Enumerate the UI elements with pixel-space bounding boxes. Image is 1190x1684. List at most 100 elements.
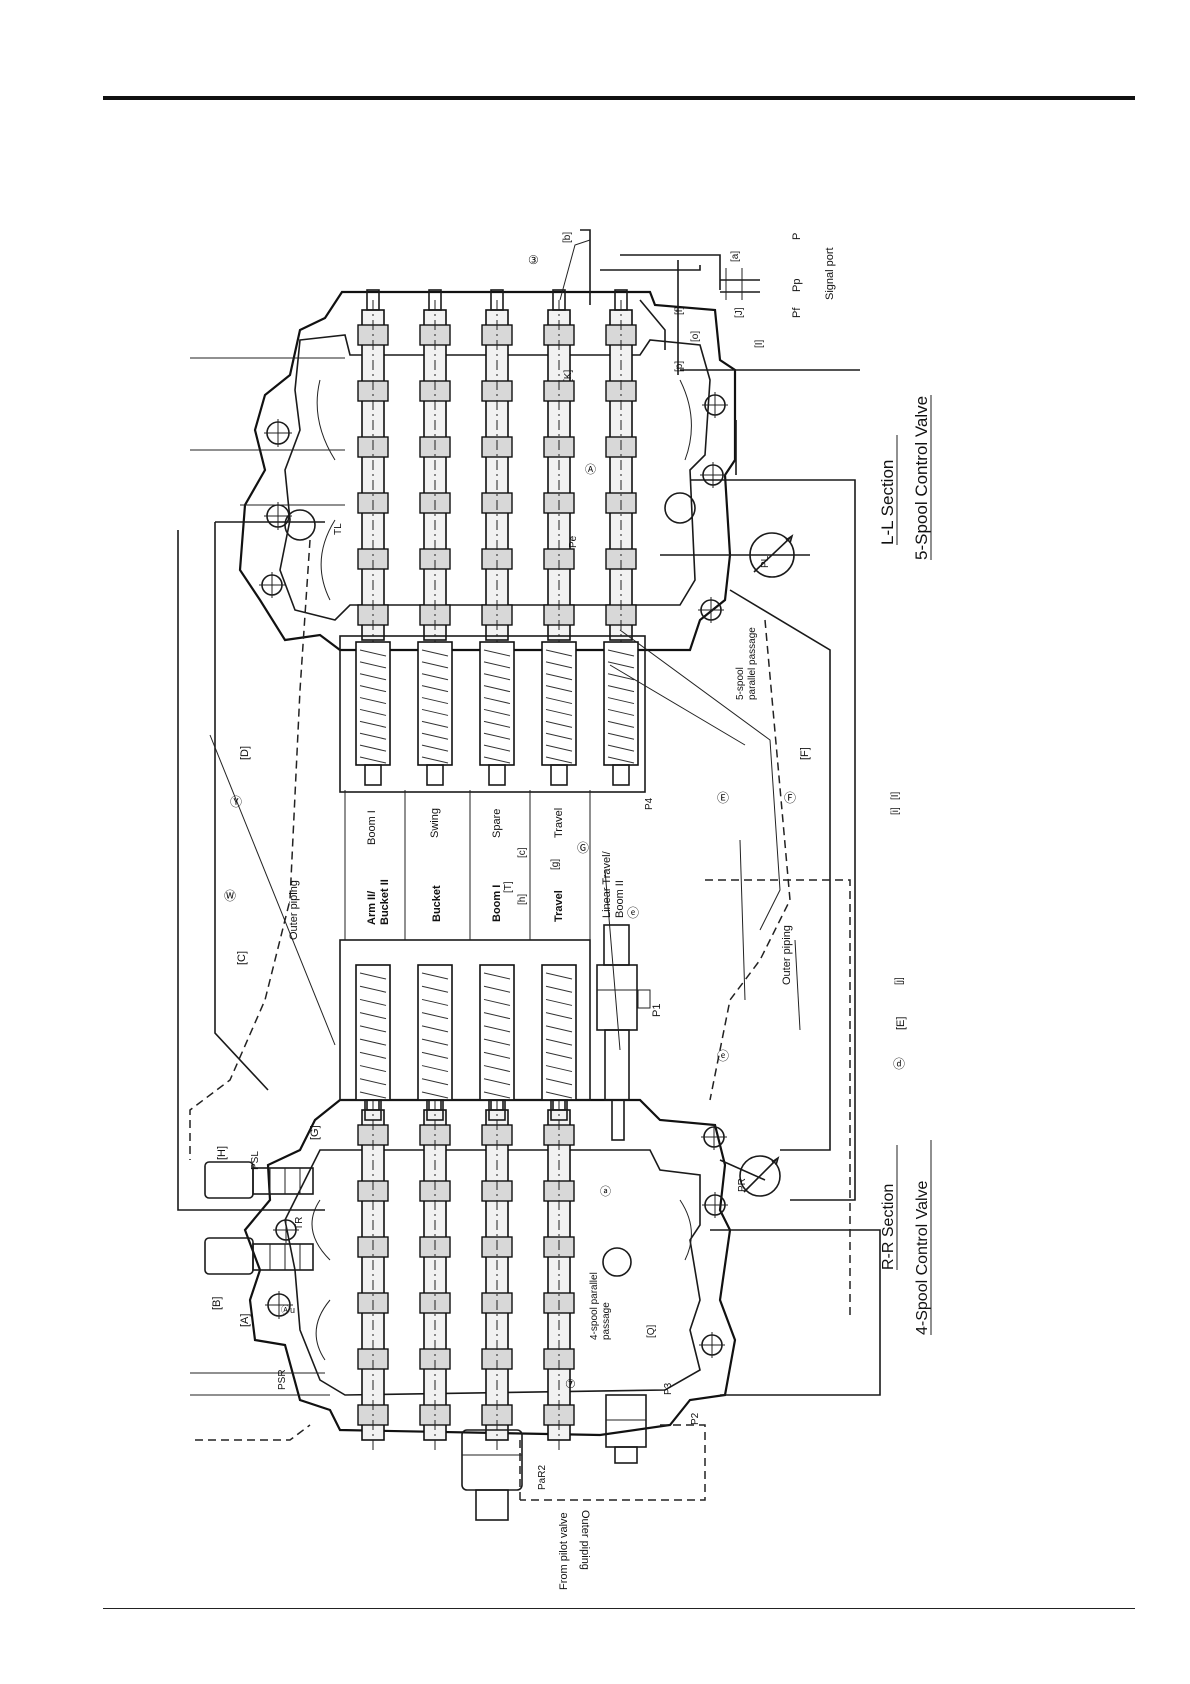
port-tl: TL [333, 523, 344, 535]
bracket-cap-c: [C] [236, 951, 248, 965]
five-spool-bore-2 [419, 289, 451, 650]
bracket-cap-a: [A] [239, 1314, 251, 1327]
four-spool-spring-caps [355, 964, 577, 1121]
bracket-t: [T] [503, 881, 514, 893]
port-pp: Pp [791, 279, 803, 292]
port-p3: P3 [663, 1382, 674, 1395]
mount-hole [700, 462, 726, 488]
bracket-b: [b] [562, 232, 573, 243]
signal-port-label: Signal port [824, 247, 836, 300]
spool-label-travel-5: Travel [553, 808, 565, 838]
diagram-labels: L-L Section 5-Spool Control Valve R-R Se… [211, 232, 932, 1590]
spool-label-linear-travel: Linear Travel/Boom II [601, 850, 626, 918]
mount-hole [284, 509, 316, 541]
footer-rule [103, 1608, 1135, 1609]
five-spool-bore-5 [605, 289, 637, 650]
four-spool-bore-1 [357, 1089, 389, 1450]
bracket-cap-g: [G] [309, 1125, 321, 1140]
four-spool-spring-1 [355, 964, 391, 1121]
bracket-cap-d: [D] [239, 746, 251, 760]
five-spool-spring-5 [603, 641, 639, 786]
port-p2: P2 [690, 1412, 701, 1425]
five-spool-spring-3 [479, 641, 515, 786]
circle-7: ⑦ [565, 1377, 576, 1391]
circle-w: Ⓦ [224, 889, 236, 903]
five-spool-spring-2 [417, 641, 453, 786]
spool-label-boom-i-4: Boom I [491, 885, 503, 922]
four-spool-spring-4 [541, 964, 577, 1121]
bracket-g: [g] [550, 859, 561, 870]
signal-check-valve [605, 1394, 647, 1464]
four-spool-spring-3 [479, 964, 515, 1121]
four-spool-cover-plate [339, 939, 591, 1101]
four-spool-passage-label: 4-spool parallelpassage [589, 1272, 612, 1340]
ll-section-title: L-L Section [878, 460, 897, 545]
five-spool-bores [357, 289, 637, 650]
bracket-f: [f] [674, 306, 685, 315]
four-spool-bores [357, 1089, 575, 1450]
circle-a-lower: ⓐ [600, 1185, 611, 1198]
bracket-cap-f: [F] [799, 747, 811, 760]
bracket-cap-b: [B] [211, 1297, 223, 1310]
five-spool-bore-3 [481, 289, 513, 650]
five-spool-spring-caps [355, 641, 639, 786]
pump-symbol-pr [739, 1155, 781, 1197]
bracket-j-upper: [J] [734, 307, 745, 318]
from-pilot-valve-label: From pilot valve [558, 1512, 570, 1590]
five-spool-bore-4 [543, 289, 575, 650]
five-spool-passage-label: 5-spoolparallel passage [735, 627, 758, 700]
port-pe: Pe [568, 535, 579, 548]
spool-label-arm-ii: Arm II/Bucket II [366, 879, 391, 925]
bracket-big-i: [I] [890, 791, 901, 800]
four-spool-spring-2 [417, 964, 453, 1121]
spool-label-bucket: Bucket [431, 885, 443, 922]
circle-y: Ⓨ [230, 795, 242, 809]
ll-section-subtitle: 5-Spool Control Valve [912, 396, 931, 560]
circle-e-mid: ⓔ [627, 906, 639, 920]
outer-piping-lines [177, 229, 881, 1501]
mount-hole [264, 419, 292, 447]
five-spool-bore-1 [357, 289, 389, 650]
outer-piping-label-mid: Outer piping [781, 925, 793, 985]
spool-label-travel-4: Travel [553, 890, 565, 922]
bracket-k: [K] [563, 370, 574, 382]
port-pl: PL [760, 555, 771, 568]
rr-section-title: R-R Section [880, 1184, 897, 1270]
circle-3: ③ [528, 253, 539, 267]
bracket-o: [o] [690, 331, 701, 342]
mount-hole [259, 572, 285, 598]
header-rule [103, 96, 1135, 100]
four-spool-valve-body [243, 1089, 737, 1450]
port-pr: PR [737, 1178, 748, 1192]
mount-hole [664, 492, 696, 524]
mount-hole [265, 1291, 293, 1319]
circle-g: Ⓖ [577, 841, 589, 855]
mount-hole [273, 1217, 299, 1243]
bracket-a: [a] [730, 251, 741, 262]
mount-hole [701, 1124, 727, 1150]
port-p1: P1 [651, 1004, 663, 1017]
circle-d: ⓓ [893, 1057, 905, 1071]
circle-e: Ⓔ [717, 791, 729, 805]
port-pf: Pf [791, 307, 803, 318]
bracket-cap-h: [H] [216, 1146, 228, 1160]
rr-section-subtitle: 4-Spool Control Valve [914, 1180, 931, 1335]
five-spool-cover-plate [339, 635, 646, 793]
outer-piping-label-left: Outer piping [288, 880, 300, 940]
four-spool-bore-3 [481, 1089, 513, 1450]
pilot-valve-h [204, 1161, 314, 1199]
four-spool-bore-2 [419, 1089, 451, 1450]
circle-a-upper: Ⓐ [585, 463, 596, 476]
port-p4: P4 [644, 797, 655, 810]
outer-piping-label-bottom: Outer piping [579, 1510, 591, 1570]
port-p: P [791, 233, 803, 240]
four-spool-bore-4 [543, 1089, 575, 1450]
circle-e-low: ⓔ [717, 1049, 729, 1063]
mount-hole [698, 597, 724, 623]
five-spool-valve-body [238, 289, 737, 652]
port-tr: TR [294, 1217, 305, 1230]
bracket-c: [c] [517, 847, 528, 858]
bracket-i-upper: [I] [754, 339, 765, 348]
mount-hole [702, 392, 728, 418]
